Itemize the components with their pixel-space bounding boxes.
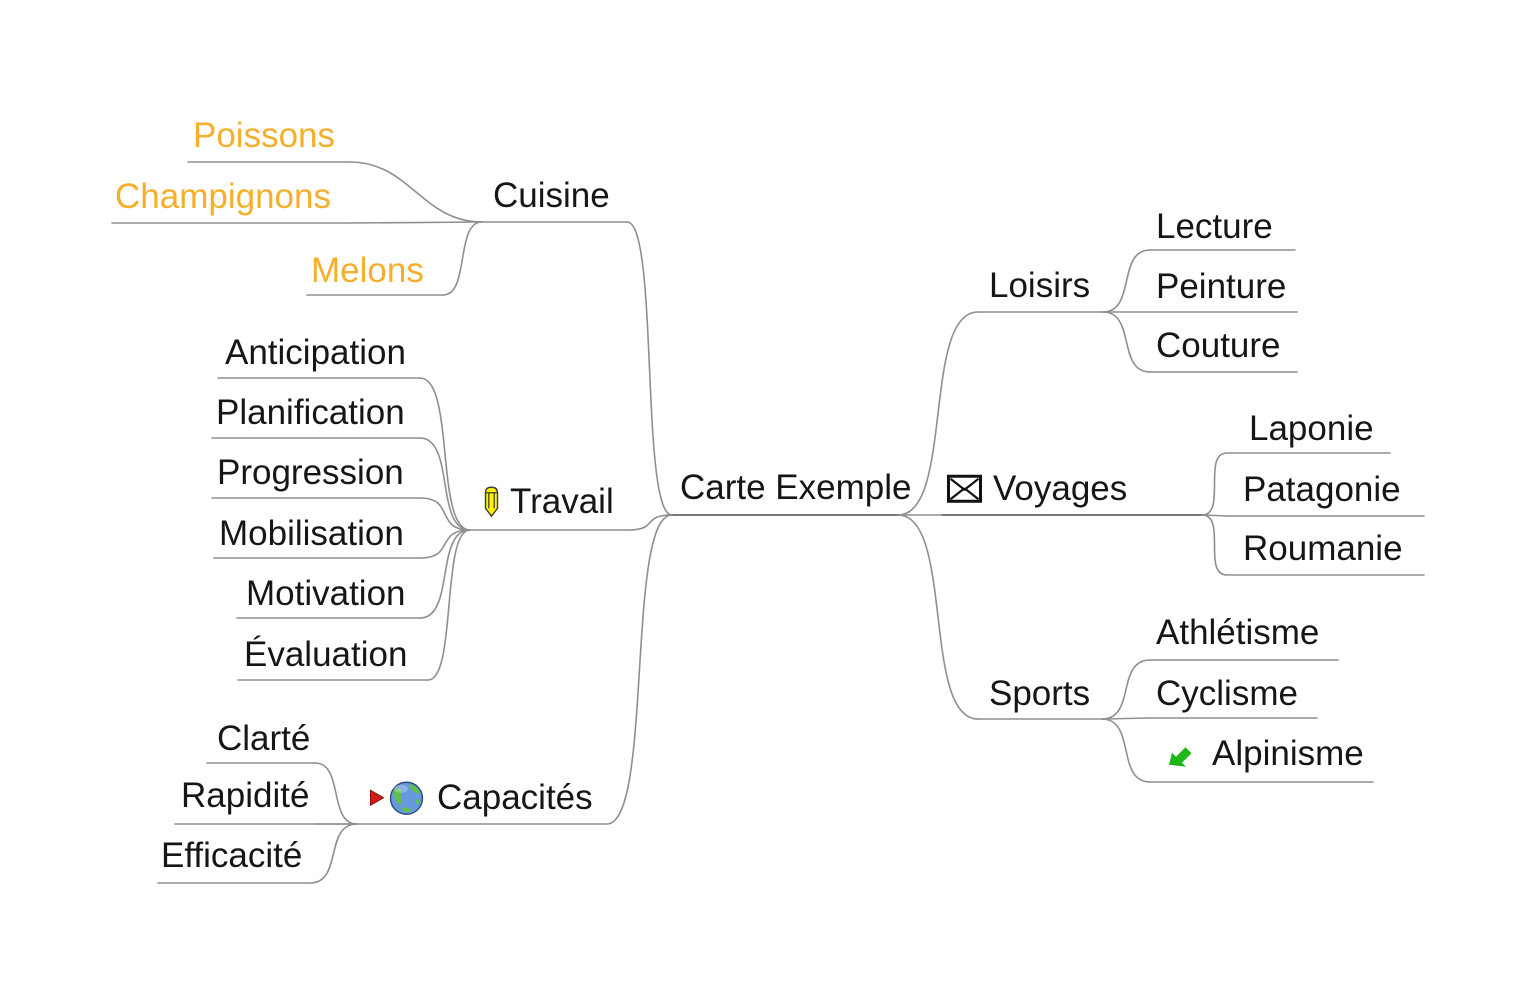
loisirs-label: Loisirs bbox=[989, 265, 1091, 305]
edge-sports-cyclisme bbox=[1101, 717, 1151, 720]
node-evaluation[interactable]: Évaluation bbox=[244, 634, 408, 675]
edge-travail-planification bbox=[419, 437, 471, 531]
node-poissons[interactable]: Poissons bbox=[193, 115, 336, 156]
node-clarte[interactable]: Clarté bbox=[217, 718, 311, 759]
cyclisme-label: Cyclisme bbox=[1156, 673, 1298, 713]
travail-label: Travail bbox=[510, 481, 614, 521]
efficacite-label: Efficacité bbox=[161, 835, 303, 875]
branch-edges bbox=[309, 161, 1228, 884]
patagonie-label: Patagonie bbox=[1243, 469, 1401, 509]
edge-travail-evaluation bbox=[427, 529, 471, 681]
clarte-label: Clarté bbox=[217, 718, 311, 758]
node-voyages[interactable]: Voyages bbox=[946, 468, 1128, 509]
root-label: Carte Exemple bbox=[680, 467, 912, 507]
node-laponie[interactable]: Laponie bbox=[1249, 408, 1374, 449]
node-capacites[interactable]: Capacités bbox=[369, 777, 593, 818]
pencil-icon bbox=[484, 486, 499, 518]
capacites-label: Capacités bbox=[437, 777, 593, 817]
sports-label: Sports bbox=[989, 673, 1091, 713]
node-travail[interactable]: Travail bbox=[483, 481, 614, 522]
edge-cuisine-melons bbox=[442, 221, 483, 296]
roumanie-label: Roumanie bbox=[1243, 528, 1403, 568]
edge-capacites-clarte bbox=[314, 762, 358, 825]
edge-sports-athletisme bbox=[1101, 659, 1151, 720]
rapidite-label: Rapidité bbox=[181, 775, 310, 815]
edge-cuisine-champignons bbox=[349, 221, 483, 224]
evaluation-label: Évaluation bbox=[244, 634, 408, 674]
globe-icon bbox=[389, 781, 424, 815]
node-rapidite[interactable]: Rapidité bbox=[181, 775, 310, 816]
node-mobilisation[interactable]: Mobilisation bbox=[219, 513, 404, 554]
node-peinture[interactable]: Peinture bbox=[1156, 266, 1287, 307]
alpinisme-label: Alpinisme bbox=[1212, 733, 1364, 773]
edge-travail-anticipation bbox=[419, 377, 471, 531]
mobilisation-label: Mobilisation bbox=[219, 513, 404, 553]
progression-label: Progression bbox=[217, 452, 404, 492]
laponie-label: Laponie bbox=[1249, 408, 1374, 448]
node-patagonie[interactable]: Patagonie bbox=[1243, 469, 1401, 510]
green-arrow-icon bbox=[1169, 747, 1192, 767]
underlines bbox=[111, 161, 1425, 884]
lecture-label: Lecture bbox=[1156, 206, 1273, 246]
edge-capacites-efficacite bbox=[309, 823, 358, 884]
planification-label: Planification bbox=[216, 392, 405, 432]
node-alpinisme[interactable]: Alpinisme bbox=[1165, 733, 1364, 774]
node-cuisine[interactable]: Cuisine bbox=[493, 175, 610, 216]
node-progression[interactable]: Progression bbox=[217, 452, 404, 493]
node-root[interactable]: Carte Exemple bbox=[680, 467, 912, 508]
node-cyclisme[interactable]: Cyclisme bbox=[1156, 673, 1298, 714]
envelope-icon bbox=[947, 475, 982, 503]
node-couture[interactable]: Couture bbox=[1156, 325, 1281, 366]
edge-voyages-roumanie bbox=[1201, 514, 1228, 576]
voyages-label: Voyages bbox=[993, 468, 1128, 508]
melons-label: Melons bbox=[311, 250, 424, 290]
motivation-label: Motivation bbox=[246, 573, 406, 613]
node-anticipation[interactable]: Anticipation bbox=[225, 332, 406, 373]
node-loisirs[interactable]: Loisirs bbox=[989, 265, 1091, 306]
edge-sports-alpinisme bbox=[1101, 718, 1151, 783]
node-champignons[interactable]: Champignons bbox=[115, 176, 331, 217]
red-triangle-icon bbox=[370, 789, 385, 807]
poissons-label: Poissons bbox=[193, 115, 336, 155]
champignons-label: Champignons bbox=[115, 176, 331, 216]
edge-loisirs-lecture bbox=[1102, 249, 1151, 313]
edge-travail-progression bbox=[419, 497, 471, 531]
node-sports[interactable]: Sports bbox=[989, 673, 1091, 714]
couture-label: Couture bbox=[1156, 325, 1281, 365]
edge-voyages-laponie bbox=[1201, 452, 1228, 516]
edge-root-travail bbox=[627, 514, 673, 531]
node-roumanie[interactable]: Roumanie bbox=[1243, 528, 1403, 569]
edge-cuisine-poissons bbox=[349, 161, 483, 223]
node-athletisme[interactable]: Athlétisme bbox=[1156, 612, 1320, 653]
peinture-label: Peinture bbox=[1156, 266, 1287, 306]
anticipation-label: Anticipation bbox=[225, 332, 406, 372]
edge-root-cuisine bbox=[626, 221, 673, 516]
node-planification[interactable]: Planification bbox=[216, 392, 405, 433]
node-efficacite[interactable]: Efficacité bbox=[161, 835, 303, 876]
athletisme-label: Athlétisme bbox=[1156, 612, 1320, 652]
edge-travail-mobilisation bbox=[419, 529, 471, 559]
edge-root-loisirs bbox=[897, 311, 979, 516]
edge-loisirs-couture bbox=[1102, 311, 1151, 373]
edge-root-sports bbox=[897, 514, 979, 720]
node-melons[interactable]: Melons bbox=[311, 250, 424, 291]
cuisine-label: Cuisine bbox=[493, 175, 610, 215]
edge-root-capacites bbox=[606, 514, 673, 825]
node-lecture[interactable]: Lecture bbox=[1156, 206, 1273, 247]
node-motivation[interactable]: Motivation bbox=[246, 573, 406, 614]
edge-travail-motivation bbox=[419, 529, 471, 619]
